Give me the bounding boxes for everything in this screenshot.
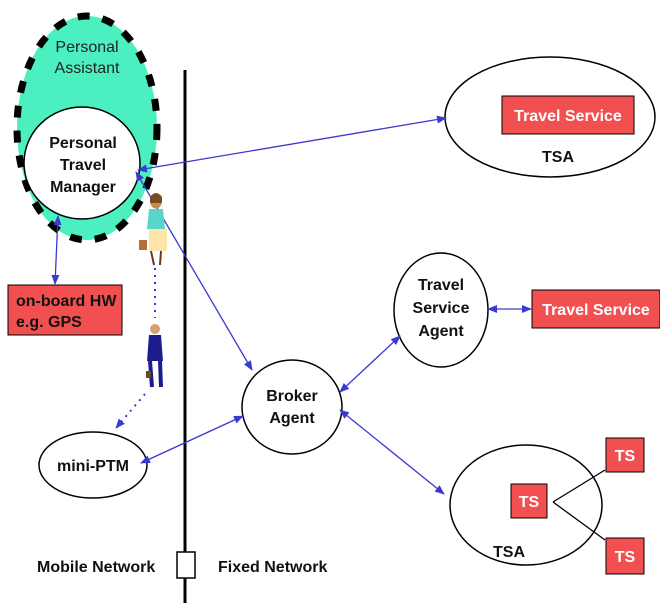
travel-service-right-box	[531, 289, 660, 329]
ts-center-label: TS	[519, 494, 540, 511]
broker-agent-label-line1: Broker	[266, 388, 318, 405]
travel-service-top-box	[501, 95, 635, 135]
ts-top-right-label: TS	[615, 448, 636, 465]
tsa-bottom-label: TSA	[493, 544, 525, 561]
mobility-dotted-to-minipm	[115, 393, 146, 429]
tsa-agent-label-line2: Service	[413, 300, 470, 317]
personal-assistant-label-line2: Assistant	[55, 60, 120, 77]
traveller-woman-icon	[139, 193, 167, 266]
ts-center-box	[510, 483, 548, 519]
arrow-ptm-to-onboard	[51, 215, 62, 285]
ts-bottom-right-box	[605, 537, 645, 575]
tsa-top-label: TSA	[542, 149, 574, 166]
onboard-hw-box	[7, 284, 123, 336]
broker-agent-ellipse	[241, 359, 343, 455]
ptm-label-line1: Personal	[49, 135, 117, 152]
tsa-agent-label-line1: Travel	[418, 277, 464, 294]
ts-link-bottom	[552, 501, 606, 541]
tsa-agent-label-line3: Agent	[418, 323, 464, 340]
ptm-label-line2: Travel	[60, 157, 106, 174]
personal-assistant-label-line1: Personal	[55, 39, 118, 56]
onboard-hw-label-line2: e.g. GPS	[16, 314, 82, 331]
travel-service-right-label: Travel Service	[542, 302, 650, 319]
ts-bottom-right-label: TS	[615, 549, 636, 566]
arrow-minipm-to-broker	[140, 415, 244, 464]
ts-link-top	[552, 469, 606, 503]
mobile-network-label: Mobile Network	[37, 559, 155, 576]
broker-agent-label-line2: Agent	[269, 410, 315, 427]
traveller-man-icon	[146, 324, 163, 388]
ts-top-right-box	[605, 437, 645, 473]
fixed-network-label: Fixed Network	[218, 559, 327, 576]
network-gateway-box	[176, 551, 196, 579]
arrow-broker-to-tsa-bottom	[339, 409, 445, 495]
arrow-broker-to-tsa-agent	[339, 335, 401, 393]
mini-ptm-label: mini-PTM	[57, 458, 129, 475]
ptm-label-line3: Manager	[50, 179, 116, 196]
mini-ptm-ellipse	[38, 431, 148, 499]
arrow-ptm-to-tsa-top	[137, 115, 447, 173]
onboard-hw-label-line1: on-board HW	[16, 293, 117, 310]
travel-service-top-label: Travel Service	[514, 108, 622, 125]
